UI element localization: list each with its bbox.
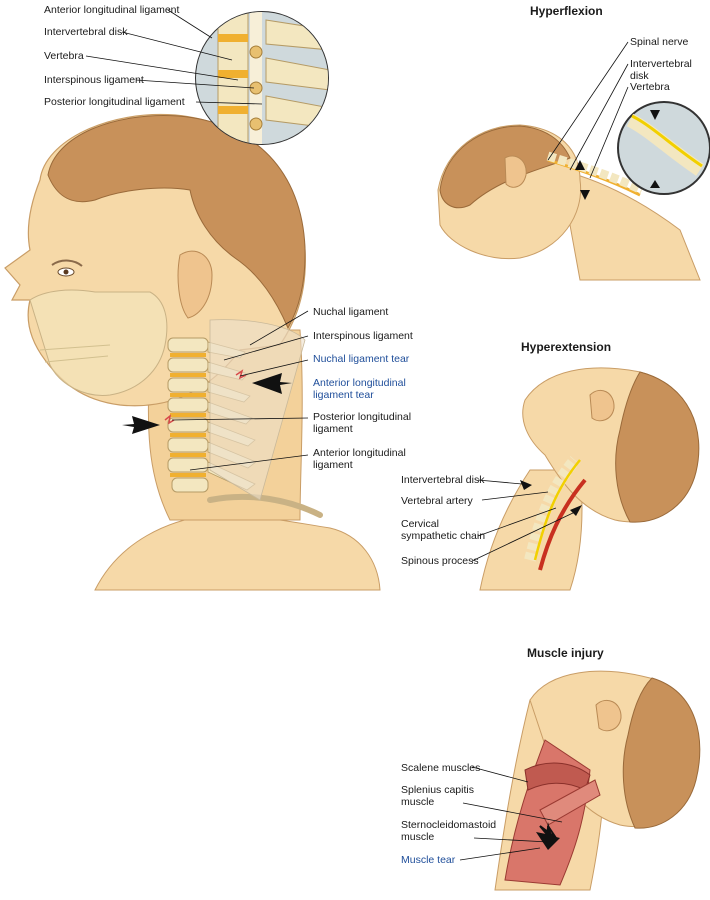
label-scalene-muscles: Scalene muscles [401,762,481,774]
label-splenius-capitis-muscle: Splenius capitis muscle [401,784,474,808]
hyperextension-illustration [479,367,700,591]
label-sternocleidomastoid-muscle: Sternocleidomastoid muscle [401,819,497,843]
hyperflexion-illustration [437,101,710,281]
label-ext-intervertebral-disk: Intervertebral disk [401,474,485,486]
label-vertebral-artery: Vertebral artery [401,495,473,507]
main-head-illustration [4,113,381,591]
label-nuchal-ligament-tear: Nuchal ligament tear [313,353,410,365]
muscle-injury-illustration [494,670,701,891]
hyperextension-title: Hyperextension [521,340,612,354]
label-cervical-sympathetic-chain: Cervical sympathetic chain [401,518,486,542]
label-nuchal-ligament: Nuchal ligament [313,306,389,318]
label-anterior-longitudinal-ligament-tear: Anterior longitudinal ligament tear [313,377,406,401]
label-main-posterior-longitudinal-ligament: Posterior longitudinal ligament [313,411,412,435]
inset-spine-closeup [195,11,329,145]
label-intervertebral-disk: Intervertebral disk [44,26,128,38]
leader-lines [85,9,629,861]
label-main-anterior-longitudinal-ligament: Anterior longitudinal ligament [313,447,406,471]
tear-arrow-right [252,373,292,394]
muscle-injury-title: Muscle injury [527,646,604,660]
label-interspinous-ligament: Interspinous ligament [44,74,144,86]
label-vertebra: Vertebra [44,50,84,62]
label-main-interspinous-ligament: Interspinous ligament [313,330,413,342]
label-flex-intervertebral-disk: Intervertebral disk [630,58,692,82]
label-muscle-tear: Muscle tear [401,854,456,866]
label-posterior-longitudinal-ligament: Posterior longitudinal ligament [44,96,185,108]
hyperflexion-title: Hyperflexion [530,4,603,18]
label-spinal-nerve: Spinal nerve [630,36,689,48]
label-spinous-process: Spinous process [401,555,479,567]
label-flex-vertebra: Vertebra [630,81,670,93]
label-anterior-longitudinal-ligament: Anterior longitudinal ligament [44,4,180,16]
tear-arrow-left [122,416,160,434]
